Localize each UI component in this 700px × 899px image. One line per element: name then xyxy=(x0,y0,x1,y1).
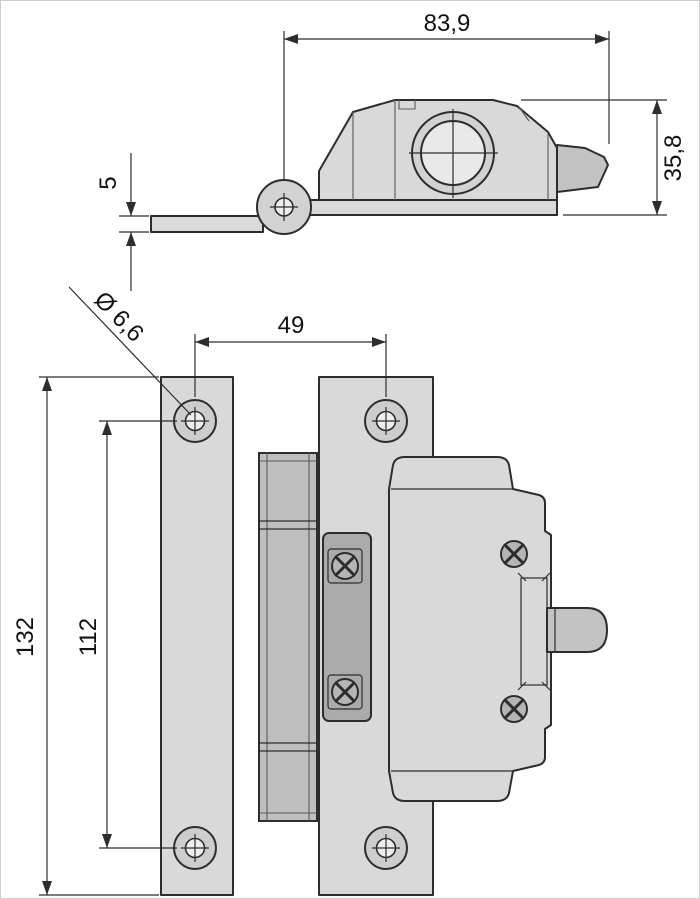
phillips-screw-strike-top xyxy=(331,552,359,580)
mounting-plate-side xyxy=(150,215,264,233)
screw-hole-top-right xyxy=(364,399,408,443)
latch-pin xyxy=(546,607,608,653)
dim-overall-height-extension-lines xyxy=(39,376,159,896)
latch-tongue-side xyxy=(556,144,609,193)
dim-height-side: 35,8 xyxy=(521,99,687,216)
dim-plate-thickness: 5 xyxy=(95,153,149,291)
dim-overall-height: 132 xyxy=(12,376,159,896)
screw-cross-slot xyxy=(334,681,356,703)
dim-hole-spacing-v-label: 112 xyxy=(75,618,102,656)
screw-hole-bottom-left xyxy=(173,826,217,870)
hole-center-mark xyxy=(181,834,209,862)
hole-center-mark xyxy=(372,834,400,862)
hole-center-mark xyxy=(181,407,209,435)
dim-hole-spacing-h: 49 xyxy=(194,312,387,397)
latch-base-side xyxy=(306,199,558,216)
dim-width-top: 83,9 xyxy=(283,10,610,183)
dim-hole-diameter: Ø 6,6 xyxy=(68,286,192,416)
phillips-screw-strike-bottom xyxy=(331,678,359,706)
front-view: 49 Ø 6,6 132 112 xyxy=(12,286,608,896)
dim-overall-height-label: 132 xyxy=(12,617,39,657)
dim-width-top-label: 83,9 xyxy=(424,10,471,37)
hinge-leaf-left xyxy=(160,376,234,896)
knuckle-center-mark xyxy=(270,193,298,221)
cam-center-cross xyxy=(409,109,498,198)
screw-cross-slot xyxy=(503,698,525,720)
hole-diameter-leader-line xyxy=(68,286,192,416)
strike-screw-pocket-bottom xyxy=(327,674,363,710)
dim-hole-spacing-v-extension-lines xyxy=(99,420,177,849)
strike-plate xyxy=(322,532,372,722)
phillips-screw-bracket-top xyxy=(500,540,528,568)
latch-body-details xyxy=(352,100,549,200)
top-view: 83,9 35,8 5 xyxy=(95,10,687,291)
dim-height-side-extension-lines xyxy=(521,99,667,216)
bracket-step-lines xyxy=(391,488,513,772)
dim-hole-spacing-h-label: 49 xyxy=(278,312,305,339)
screw-cross-slot xyxy=(503,543,525,565)
hole-center-mark xyxy=(372,407,400,435)
dim-plate-thickness-extension-lines xyxy=(119,215,149,233)
barrel-shading-lines xyxy=(259,453,317,821)
latch-bracket xyxy=(388,456,552,802)
screw-hole-top-left xyxy=(173,399,217,443)
screw-cross-slot xyxy=(334,555,356,577)
hinge-knuckle-side xyxy=(256,179,312,235)
window-corner-ticks xyxy=(517,572,551,691)
strike-screw-pocket-top xyxy=(327,548,363,584)
dim-plate-thickness-label: 5 xyxy=(95,176,122,189)
screw-hole-bottom-right xyxy=(364,826,408,870)
barrel-knuckle-lines xyxy=(259,520,317,752)
phillips-screw-bracket-bottom xyxy=(500,695,528,723)
dim-width-top-extension-lines xyxy=(283,31,610,183)
hinge-barrel xyxy=(258,452,318,822)
dim-height-side-label: 35,8 xyxy=(660,135,687,182)
dim-hole-spacing-v: 112 xyxy=(75,420,177,849)
